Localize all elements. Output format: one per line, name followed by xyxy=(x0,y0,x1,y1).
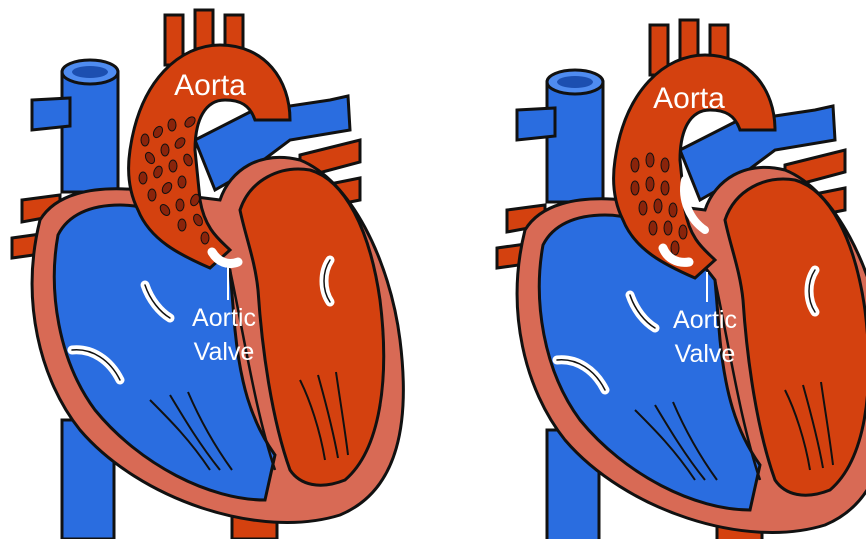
aortic-valve-label-line2: Valve xyxy=(194,338,255,366)
aortic-valve-label-line1: Aortic xyxy=(673,306,737,334)
aortic-valve-label-line1: Aortic xyxy=(192,304,256,332)
aorta-label: Aorta xyxy=(653,82,725,115)
aortic-valve-label-line2: Valve xyxy=(675,340,736,368)
heart-panel-2: Aorta Aortic Valve xyxy=(497,20,866,539)
aorta-label: Aorta xyxy=(174,69,246,102)
heart-panel-1: Aorta Aortic Valve xyxy=(12,10,403,539)
heart-illustration xyxy=(12,60,403,539)
